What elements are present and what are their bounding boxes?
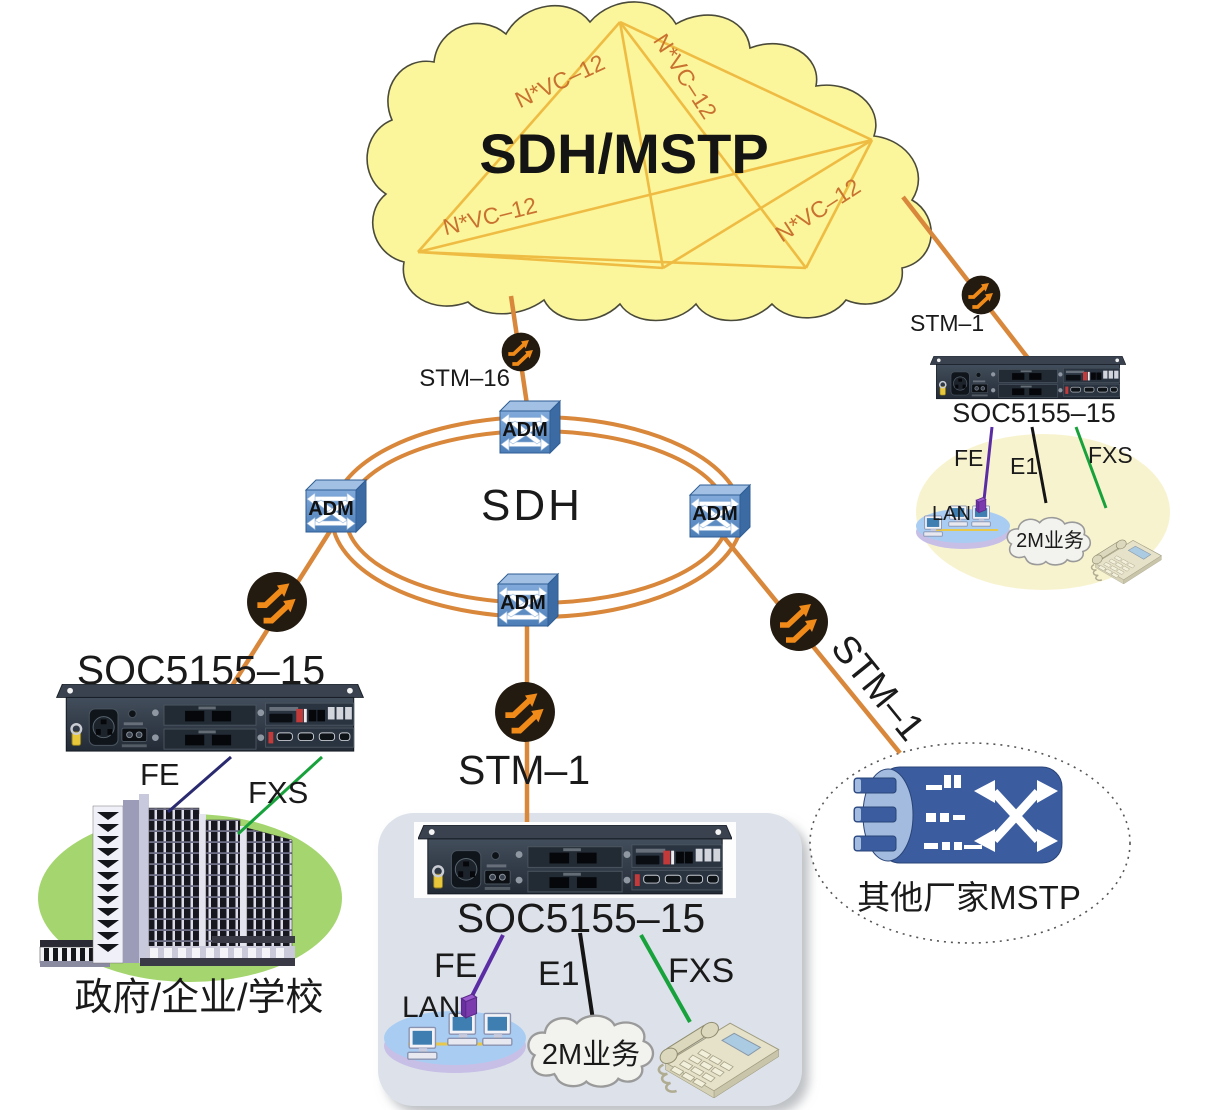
adm-label-bottom: ADM [500,592,546,614]
cloud-mesh-links [417,20,874,270]
stm1-diag-transmission-icon [770,593,828,651]
link-cloud-to-right-device [901,195,1033,364]
sdh-mstp-cloud [366,1,933,322]
center-fxs-line [639,934,692,1023]
lan-computer-icon [407,1026,438,1060]
stm1-ne-transmission-icon [961,275,1001,315]
left-fxs-line [236,755,324,836]
mstp-device-icon [853,766,1063,864]
stm1-left-transmission-icon [247,572,307,632]
right-service-cloud-label: 2M业务 [1016,530,1084,552]
adm-label-top: ADM [502,419,548,441]
stm1-center-transmission-icon [495,682,555,742]
adm-label-left: ADM [308,498,354,520]
stm1-ne-label: STM–1 [910,310,985,336]
building-caption: 政府/企业/学校 [74,977,324,1019]
right-lan-label: LAN [932,503,971,525]
left-access-lines [167,755,324,836]
center-fe-line [468,934,505,1001]
stm16-label: STM–16 [419,365,510,392]
right-fxs-line [1074,426,1108,509]
left-fe-label: FE [140,757,180,792]
right-lan-group [916,497,1010,549]
adm-label-right: ADM [692,503,738,525]
ring-label: SDH [481,481,583,530]
left-device-label: SOC5155–15 [76,647,326,693]
stm1-center-label: STM–1 [458,747,591,793]
left-fxs-label: FXS [248,775,309,810]
lan-computer-icon [482,1012,513,1046]
left-fe-line [167,755,232,814]
right-e1-label: E1 [1010,453,1039,479]
right-soc5155-device [930,356,1126,400]
right-fe-label: FE [954,445,984,471]
center-fxs-label: FXS [668,952,735,990]
center-lan-group [384,993,526,1073]
right-fxs-label: FXS [1088,442,1133,468]
center-e1-label: E1 [538,955,580,993]
right-access-lines [982,426,1108,509]
building-illustration [39,794,295,967]
left-soc5155-device [56,684,364,753]
lan-hub-icon [460,993,478,1019]
center-device-label: SOC5155–15 [456,895,706,941]
center-service-cloud-label: 2M业务 [541,1039,641,1071]
center-fe-label: FE [434,947,478,985]
right-device-label: SOC5155–15 [952,398,1116,428]
center-access-lines [468,932,692,1023]
center-e1-line [578,932,595,1021]
center-lan-label: LAN [402,991,461,1024]
right-e1-line [1030,426,1048,504]
right-fe-line [982,426,994,501]
center-soc5155-device [418,825,732,896]
mstp-caption: 其他厂家MSTP [857,879,1081,916]
cloud-title: SDH/MSTP [479,122,769,185]
lan-hub-icon [975,497,987,513]
